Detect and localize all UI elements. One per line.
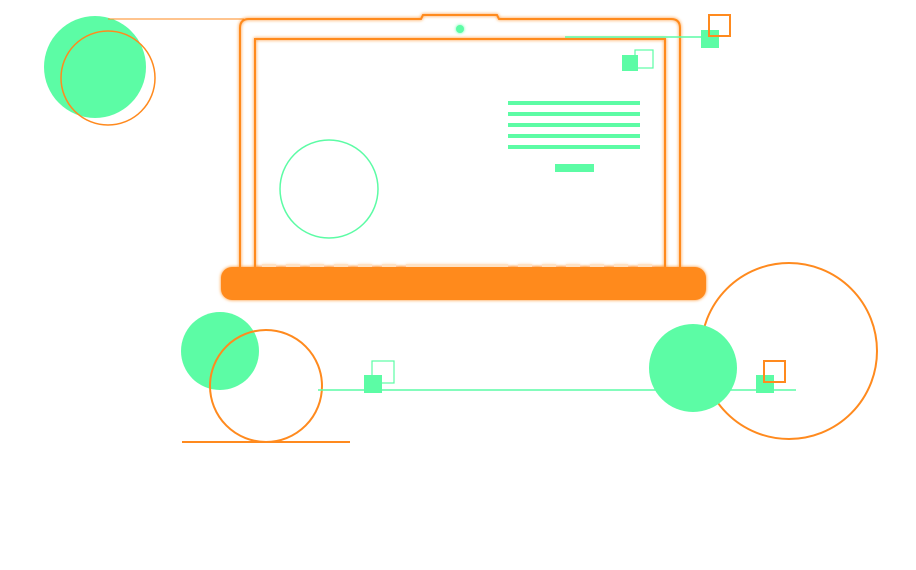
green-filled-square <box>701 30 719 48</box>
top-left-circles <box>44 16 244 126</box>
text-line <box>508 123 640 127</box>
text-line <box>508 112 640 116</box>
green-outline-square <box>371 360 395 384</box>
top-right-squares <box>565 14 731 48</box>
screen-content <box>279 49 654 239</box>
green-filled-square <box>622 55 638 71</box>
orange-outline-circle <box>60 30 156 126</box>
text-line <box>508 101 640 105</box>
bottom-right-circles <box>649 262 878 440</box>
text-lines <box>508 101 640 172</box>
orange-outline-square <box>708 14 731 37</box>
laptop-screen-outline <box>254 38 666 269</box>
green-filled-circle <box>44 16 146 118</box>
bottom-left-circles <box>181 312 350 443</box>
laptop-icon <box>239 14 681 269</box>
keyboard-notches <box>262 264 652 267</box>
text-line <box>508 145 640 149</box>
orange-outline-square <box>763 360 786 383</box>
green-filled-square <box>756 375 774 393</box>
screen-circle-outline <box>279 139 379 239</box>
green-filled-square <box>364 375 382 393</box>
green-outline-square <box>634 49 654 69</box>
laptop-lid-outline <box>239 14 681 268</box>
webcam-dot <box>456 25 464 33</box>
text-line <box>508 134 640 138</box>
screen-button-bar <box>555 164 594 172</box>
green-filled-circle <box>181 312 259 390</box>
laptop-base <box>221 264 706 300</box>
green-filled-circle <box>649 324 737 412</box>
laptop-base-bar <box>221 267 706 300</box>
